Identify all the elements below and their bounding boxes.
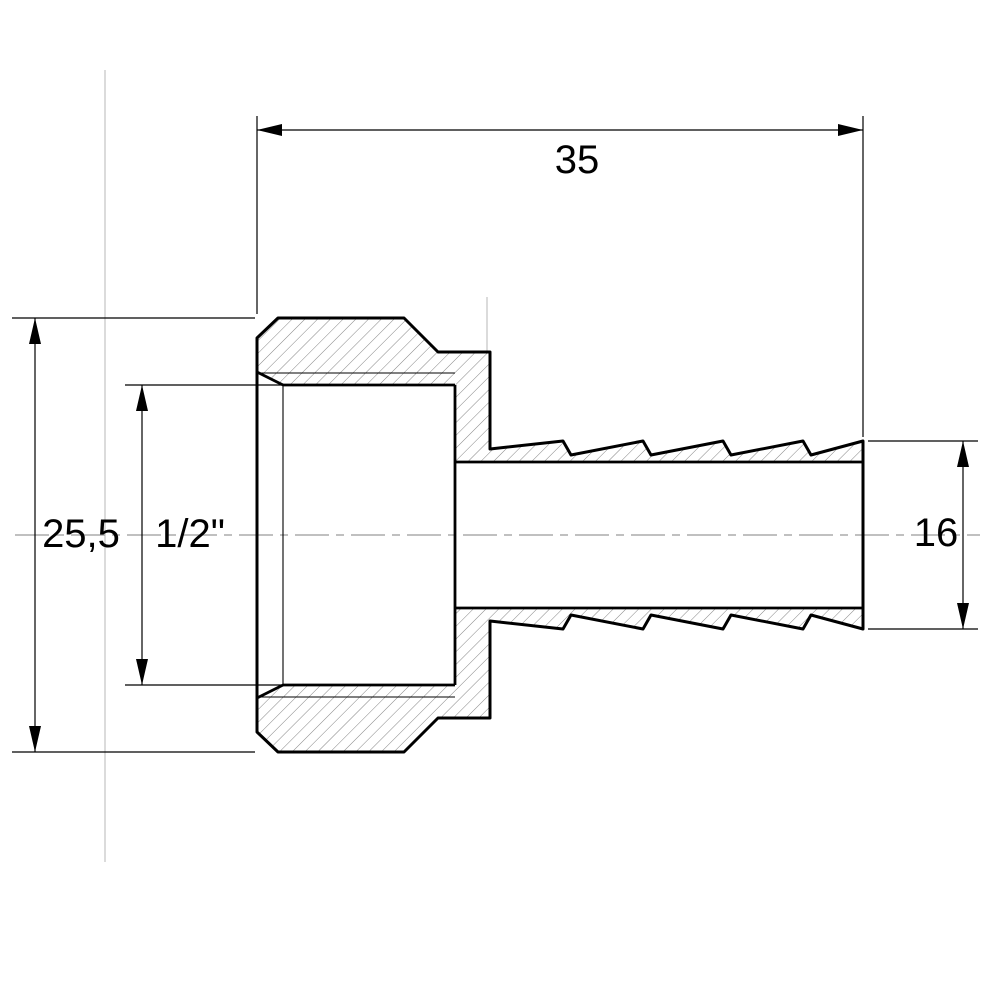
arrowhead-top	[957, 441, 969, 467]
bore-entry-chamfer-bottom	[256, 683, 284, 700]
dim-label-barb-diameter: 16	[914, 511, 959, 555]
bore-entry-chamfer-top	[256, 370, 284, 387]
dim-label-hex-width: 25,5	[42, 512, 120, 556]
construction-lines	[15, 70, 980, 862]
arrowhead-top	[136, 385, 148, 411]
arrowhead-top	[29, 318, 41, 344]
dim-thread-size: 1/2"	[125, 384, 281, 686]
arrowhead-bottom	[957, 603, 969, 629]
arrowhead-right	[838, 124, 863, 136]
part-section-view	[255, 316, 865, 754]
dim-barb-diameter: 16	[868, 440, 978, 630]
arrowhead-bottom	[29, 726, 41, 752]
dim-hex-width: 25,5	[12, 317, 255, 753]
thread-bore	[256, 370, 457, 700]
arrowhead-bottom	[136, 659, 148, 685]
part-outline	[255, 316, 865, 754]
hatch-bottom-material	[257, 608, 863, 752]
dim-overall-length: 35	[256, 116, 864, 437]
dim-label-overall-length: 35	[555, 138, 600, 182]
arrowhead-left	[257, 124, 282, 136]
dim-label-thread-size: 1/2"	[155, 512, 225, 556]
hatch-top-material	[257, 318, 863, 462]
tail-bore	[455, 460, 863, 610]
